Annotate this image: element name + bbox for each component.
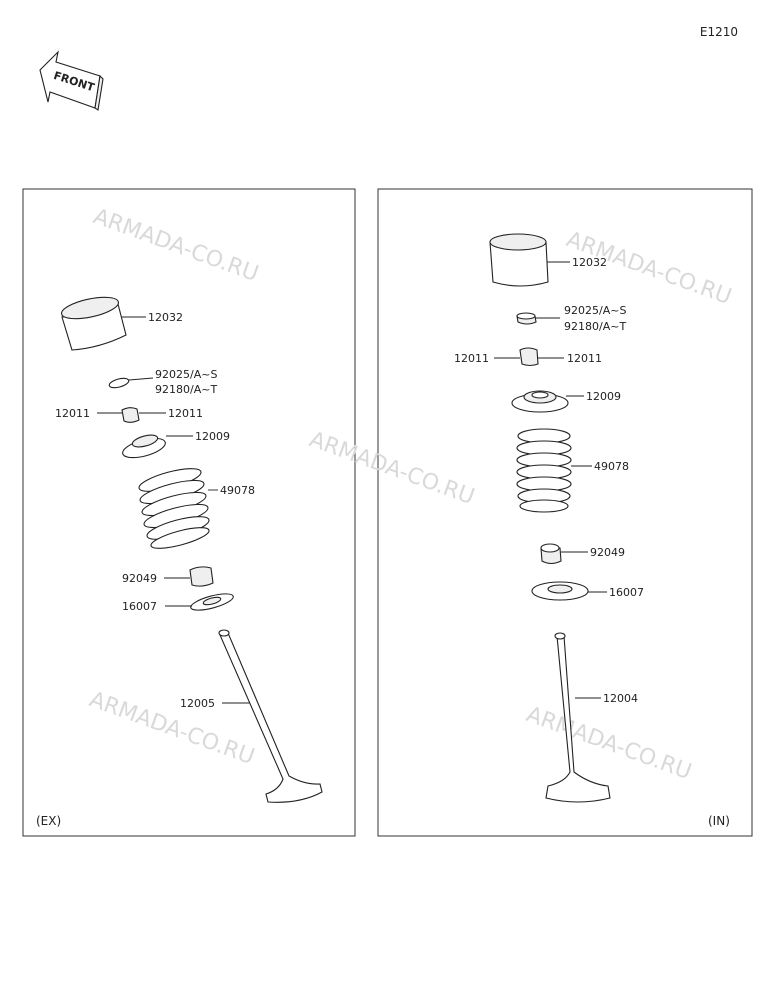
ex-cotter-code-right: 12011	[168, 407, 203, 420]
in-cotter-part	[519, 347, 539, 367]
front-arrow-icon: FRONT	[39, 50, 104, 111]
ex-panel-label: (EX)	[36, 814, 61, 828]
ex-shim-code-a: 92025/A~S	[155, 368, 217, 381]
in-retainer-code: 12009	[586, 390, 621, 403]
diagram-code: E1210	[700, 25, 738, 39]
exhaust-panel-frame	[22, 188, 356, 837]
in-cotter-code-right: 12011	[567, 352, 602, 365]
ex-spring-code: 49078	[220, 484, 255, 497]
ex-spring-part	[138, 468, 210, 549]
ex-lifter-code: 12032	[148, 311, 183, 324]
intake-panel: 12032 92025/A~S 92180/A~T 12011 12011 12…	[454, 233, 730, 828]
ex-seal-code: 92049	[122, 572, 157, 585]
ex-valve-code: 12005	[180, 697, 215, 710]
watermark-1: ARMADA-CO.RU	[90, 204, 262, 287]
in-valve-part	[545, 632, 611, 803]
ex-retainer-part	[122, 434, 166, 459]
in-cotter-code-left: 12011	[454, 352, 489, 365]
in-shim-code-b: 92180/A~T	[564, 320, 626, 333]
ex-seat-code: 16007	[122, 600, 157, 613]
in-shim-code-a: 92025/A~S	[564, 304, 626, 317]
ex-shim-part	[108, 377, 130, 389]
ex-seal-part	[189, 566, 214, 587]
ex-shim-code-b: 92180/A~T	[155, 383, 217, 396]
exhaust-panel: 12032 92025/A~S 92180/A~T 12011 12011 12…	[36, 296, 323, 828]
ex-valve-part	[218, 629, 323, 803]
in-spring-part	[516, 428, 572, 513]
ex-cotter-code-left: 12011	[55, 407, 90, 420]
ex-lifter-part	[61, 296, 127, 351]
ex-retainer-code: 12009	[195, 430, 230, 443]
in-lifter-code: 12032	[572, 256, 607, 269]
watermark-4: ARMADA-CO.RU	[86, 687, 258, 770]
in-lifter-part	[489, 233, 549, 287]
in-seal-part	[540, 543, 562, 565]
watermark-5: ARMADA-CO.RU	[523, 702, 695, 785]
in-seal-code: 92049	[590, 546, 625, 559]
in-spring-code: 49078	[594, 460, 629, 473]
intake-panel-frame	[377, 188, 753, 837]
watermark-3: ARMADA-CO.RU	[306, 427, 478, 510]
in-panel-label: (IN)	[708, 814, 730, 828]
ex-seat-part	[190, 593, 234, 611]
ex-cotter-part	[121, 407, 140, 423]
in-retainer-part	[511, 390, 569, 413]
in-valve-code: 12004	[603, 692, 638, 705]
in-seat-part	[531, 581, 589, 601]
in-shim-part	[516, 312, 537, 325]
in-seat-code: 16007	[609, 586, 644, 599]
